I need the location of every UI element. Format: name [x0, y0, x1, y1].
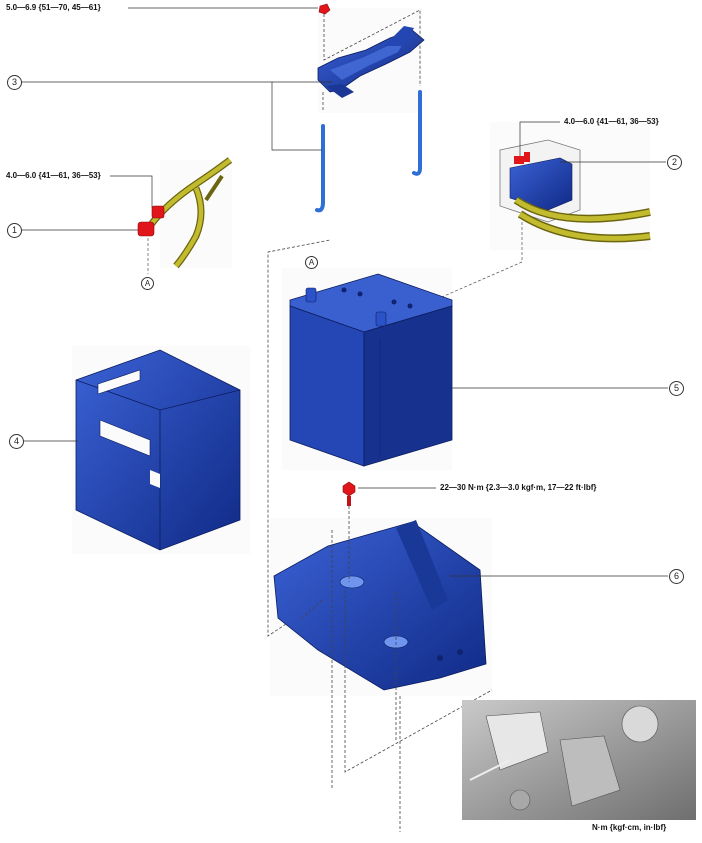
positive-projection [379, 222, 523, 325]
leader-lines [22, 7, 668, 577]
bracket-projection-lines [322, 9, 421, 112]
torque-label-positive-terminal: 4.0—6.0 {41—61, 36—53} [564, 117, 659, 126]
hold-down-bracket [317, 26, 425, 98]
callout-4: 4 [9, 434, 24, 449]
callout-3: 3 [7, 75, 22, 90]
torque-label-cover-bolt: 5.0—6.9 {51—70, 45—61} [6, 3, 101, 12]
ref-mark-a-battery: A [305, 256, 318, 269]
hook-bolt-left [315, 124, 325, 213]
callout-1: 1 [7, 223, 22, 238]
positive-terminal-assembly [499, 139, 651, 243]
ref-mark-a-cable: A [141, 277, 154, 290]
battery-case [75, 349, 241, 551]
battery [289, 273, 453, 467]
callout-5: 5 [669, 381, 684, 396]
negative-terminal-clamp [137, 205, 165, 237]
battery-tray [273, 520, 487, 691]
hook-bolt-right [412, 90, 422, 176]
unit-note: N·m {kgf·cm, in·lbf} [592, 823, 667, 832]
tray-bolt [342, 481, 356, 506]
callout-2: 2 [667, 155, 682, 170]
torque-label-negative-terminal: 4.0—6.0 {41—61, 36—53} [6, 171, 101, 180]
engine-bay-inset [462, 700, 696, 820]
cover-nut [318, 3, 331, 15]
callout-6: 6 [669, 569, 684, 584]
torque-label-tray-bolt: 22—30 N·m {2.3—3.0 kgf·m, 17—22 ft·lbf} [440, 483, 597, 492]
tray-projection-lines [267, 239, 493, 832]
